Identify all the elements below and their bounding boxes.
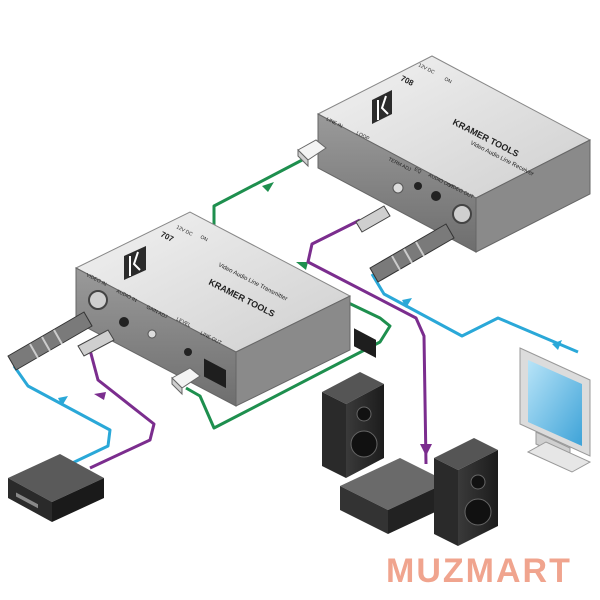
video-cable-output [370, 273, 579, 354]
receiver-port-label: LOOP [355, 130, 371, 142]
audio-out-port-icon [431, 191, 441, 201]
loop-port-icon [354, 328, 376, 358]
receiver-port-label: EQ [413, 166, 422, 175]
transmitter-unit: 707 KRAMER TOOLS Video Audio Line Transm… [74, 211, 352, 407]
monitor-icon [519, 347, 592, 473]
bnc-connector-icon [369, 223, 455, 283]
receiver-port-label: ON [443, 76, 453, 85]
bnc-connector-icon [7, 311, 93, 371]
audio-cable-output [306, 218, 428, 465]
audio-cable-arrow [420, 444, 432, 456]
line-cable-arrow [296, 262, 308, 270]
watermark-text: MUZMART [386, 552, 572, 590]
level-indicator-icon [184, 348, 192, 356]
audio-in-port-icon [119, 317, 129, 327]
video-cable-source [12, 365, 112, 468]
line-cable-arrow [262, 182, 274, 192]
amplifier-icon [340, 458, 448, 534]
rca-plug-icon [355, 205, 391, 233]
video-in-bnc-icon [88, 290, 108, 310]
video-cable-arrow [552, 340, 562, 350]
eq-adjust-icon [414, 182, 422, 190]
rj45-plug-icon [297, 139, 327, 168]
rj45-plug-icon [171, 367, 201, 396]
rca-plug-icon [77, 329, 115, 357]
speaker-right-icon [434, 438, 498, 546]
gain-adjust-icon [147, 329, 157, 339]
line-cable [185, 156, 392, 430]
dvd-player-icon [8, 454, 104, 522]
line-out-port-icon [204, 358, 226, 389]
receiver-unit: 708 KRAMER TOOLS Video Audio Line Receiv… [316, 55, 592, 358]
video-cable-arrow [58, 396, 68, 406]
transmitter-port-label: ON [199, 234, 209, 243]
speaker-left-icon [322, 372, 384, 478]
video-out-bnc-icon [452, 204, 472, 224]
audio-cable-source [88, 349, 156, 470]
audio-cable-arrow [94, 392, 106, 400]
video-cable-arrow [402, 298, 412, 308]
term-switch-icon [392, 182, 404, 194]
